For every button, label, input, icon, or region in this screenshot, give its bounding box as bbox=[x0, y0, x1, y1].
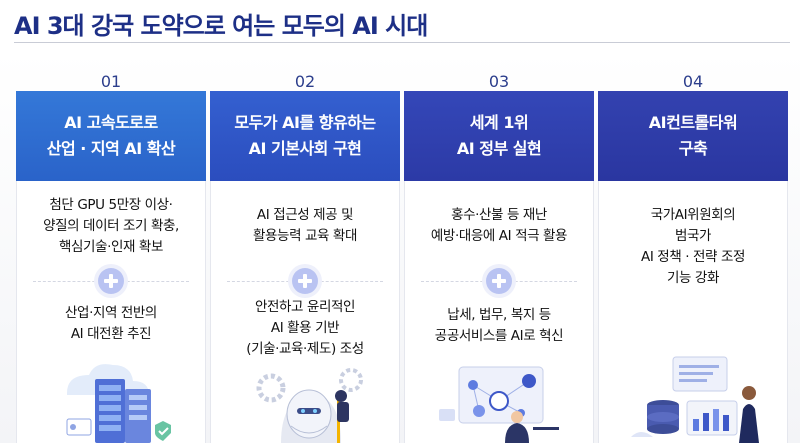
text-line: 핵심기술·인재 확보 bbox=[59, 239, 163, 255]
text-line: AI 정책 · 전략 조정 bbox=[641, 249, 745, 265]
text-line: 홍수·산불 등 재난 bbox=[451, 207, 547, 223]
pillar-top-text: 홍수·산불 등 재난 예방·대응에 AI 적극 활용 bbox=[405, 205, 593, 247]
pillar-bottom-text: 납세, 법무, 복지 등 공공서비스를 AI로 혁신 bbox=[405, 305, 593, 347]
pillar-header: 모두가 AI를 향유하는 AI 기본사회 구현 bbox=[210, 91, 400, 181]
text-line: AI 활용 기반 bbox=[270, 320, 340, 336]
text-line: (기술·교육·제도) 조성 bbox=[246, 341, 364, 357]
text-line: AI 대전환 추진 bbox=[70, 326, 152, 342]
pillar-header-line: AI 기본사회 구현 bbox=[248, 139, 362, 158]
data-dashboard-illustration bbox=[631, 356, 759, 443]
pillar-4: 04 AI컨트롤타워 구축 국가AI위원회의 범국가 AI 정책 · 전략 조정… bbox=[598, 50, 788, 443]
text-line: 범국가 bbox=[674, 228, 712, 244]
pillar-bottom-text: 산업·지역 전반의 AI 대전환 추진 bbox=[17, 303, 205, 345]
pillar-top-text: 첨단 GPU 5만장 이상· 양질의 데이터 조기 확충, 핵심기술·인재 확보 bbox=[17, 195, 205, 258]
pillar-number: 04 bbox=[682, 72, 704, 91]
text-line: 활용능력 교육 확대 bbox=[253, 228, 357, 244]
pillar-number: 03 bbox=[488, 72, 510, 91]
text-line: 산업·지역 전반의 bbox=[65, 305, 157, 321]
pillar-body: 첨단 GPU 5만장 이상· 양질의 데이터 조기 확충, 핵심기술·인재 확보… bbox=[16, 181, 206, 443]
text-line: 납세, 법무, 복지 등 bbox=[447, 307, 551, 323]
server-cloud-illustration bbox=[66, 364, 171, 443]
pillar-header-line: AI 정부 실현 bbox=[456, 139, 542, 158]
plus-icon bbox=[486, 268, 512, 294]
pillar-body: 국가AI위원회의 범국가 AI 정책 · 전략 조정 기능 강화 bbox=[598, 181, 788, 443]
pillar-number: 02 bbox=[294, 72, 316, 91]
pillar-body: AI 접근성 제공 및 활용능력 교육 확대 안전하고 윤리적인 AI 활용 기… bbox=[210, 181, 400, 443]
pillar-1: 01 AI 고속도로로 산업 · 지역 AI 확산 첨단 GPU 5만장 이상·… bbox=[16, 50, 206, 443]
text-line: 안전하고 윤리적인 bbox=[254, 299, 356, 315]
pillar-header-line: 구축 bbox=[678, 139, 708, 158]
text-line: 양질의 데이터 조기 확충, bbox=[43, 218, 179, 234]
text-line: 첨단 GPU 5만장 이상· bbox=[49, 197, 173, 213]
robot-head-illustration bbox=[256, 368, 363, 443]
pillar-header: 세계 1위 AI 정부 실현 bbox=[404, 91, 594, 181]
pillar-top-text: AI 접근성 제공 및 활용능력 교육 확대 bbox=[211, 205, 399, 247]
pillar-body: 홍수·산불 등 재난 예방·대응에 AI 적극 활용 납세, 법무, 복지 등 … bbox=[404, 181, 594, 443]
pillar-header: AI 고속도로로 산업 · 지역 AI 확산 bbox=[16, 91, 206, 181]
text-line: 국가AI위원회의 bbox=[650, 207, 736, 223]
pillar-number: 01 bbox=[100, 72, 122, 91]
pillar-top-text: 국가AI위원회의 범국가 AI 정책 · 전략 조정 기능 강화 bbox=[599, 205, 787, 289]
pillar-header-line: 산업 · 지역 AI 확산 bbox=[46, 139, 176, 158]
page-title: AI 3대 강국 도약으로 여는 모두의 AI 시대 bbox=[14, 12, 428, 40]
plus-icon bbox=[292, 268, 318, 294]
title-divider bbox=[14, 42, 790, 43]
pillar-3: 03 세계 1위 AI 정부 실현 홍수·산불 등 재난 예방·대응에 AI 적… bbox=[404, 50, 594, 443]
pillar-header-line: 세계 1위 bbox=[469, 113, 529, 132]
pillar-2: 02 모두가 AI를 향유하는 AI 기본사회 구현 AI 접근성 제공 및 활… bbox=[210, 50, 400, 443]
pillar-header: AI컨트롤타워 구축 bbox=[598, 91, 788, 181]
text-line: 공공서비스를 AI로 혁신 bbox=[434, 328, 564, 344]
pillar-header-line: AI컨트롤타워 bbox=[648, 113, 738, 132]
plus-icon bbox=[98, 268, 124, 294]
pillar-bottom-text: 안전하고 윤리적인 AI 활용 기반 (기술·교육·제도) 조성 bbox=[211, 297, 399, 360]
text-line: 예방·대응에 AI 적극 활용 bbox=[430, 228, 568, 244]
text-line: AI 접근성 제공 및 bbox=[256, 207, 354, 223]
text-line: 기능 강화 bbox=[667, 270, 719, 286]
ai-network-illustration bbox=[439, 366, 559, 443]
pillar-header-line: AI 고속도로로 bbox=[64, 113, 158, 132]
pillar-header-line: 모두가 AI를 향유하는 bbox=[234, 113, 376, 132]
